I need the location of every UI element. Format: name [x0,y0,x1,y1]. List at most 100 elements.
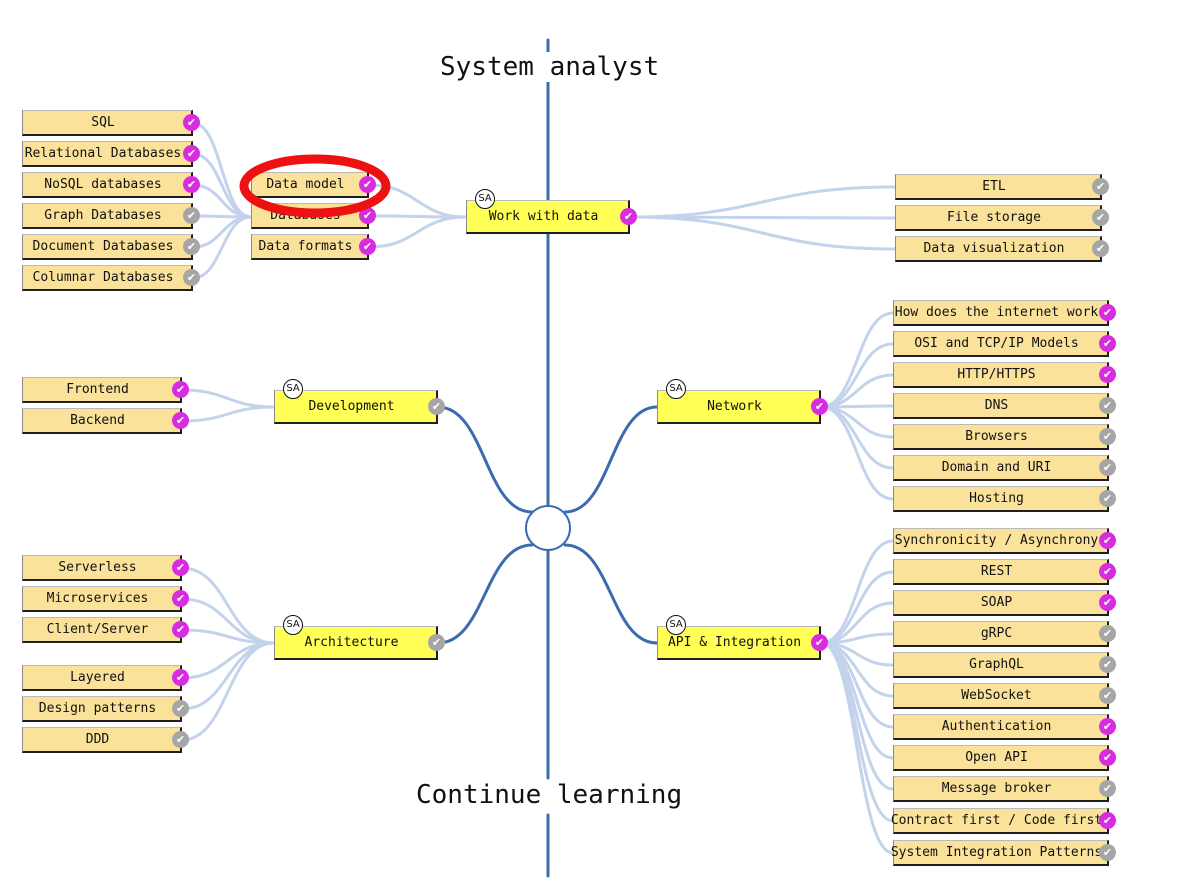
pending-check-icon: ✔ [1099,490,1116,507]
node-label: DNS [984,398,1009,413]
completed-check-icon: ✔ [359,176,376,193]
sa-badge: SA [283,379,303,399]
subtopic-osi-and-tcp-ip-models[interactable]: OSI and TCP/IP Models✔ [893,331,1116,357]
subtopic-rest[interactable]: REST ✔ [893,559,1116,585]
subtopic-document-databases[interactable]: Document Databases✔ [22,234,200,260]
subtopic-serverless[interactable]: Serverless✔ [22,555,189,581]
subtopic-browsers[interactable]: Browsers✔ [893,424,1116,450]
subtopic-layered[interactable]: Layered✔ [22,665,189,691]
subtopic-frontend[interactable]: Frontend✔ [22,377,189,403]
completed-check-icon: ✔ [1099,749,1116,766]
subtopic-dns[interactable]: DNS ✔ [893,393,1116,419]
sa-badge: SA [666,615,686,635]
subtopic-open-api[interactable]: Open API✔ [893,745,1116,771]
pending-check-icon: ✔ [1099,397,1116,414]
subtopic-websocket[interactable]: WebSocket ✔ [893,683,1116,709]
node-label: REST [980,564,1013,579]
subtopic-ddd[interactable]: DDD✔ [22,727,189,753]
completed-check-icon: ✔ [172,559,189,576]
subtopic-sql[interactable]: SQL✔ [22,110,200,136]
node-label: ETL [982,179,1006,194]
subtopic-databases[interactable]: Databases ✔ [251,203,376,229]
node-label: Network [707,399,762,414]
node-label: Databases [270,208,341,223]
hub-connector-development [436,405,534,514]
branch-line-ddd [180,641,276,742]
subtopic-relational-databases[interactable]: Relational Databases✔ [22,141,200,167]
pending-check-icon: ✔ [1099,687,1116,704]
node-label: Contract first / Code first [890,813,1103,828]
subtopic-system-integration-patterns[interactable]: System Integration Patterns✔ [890,840,1116,866]
completed-check-icon: ✔ [359,207,376,224]
subtopic-contract-first-code-first[interactable]: Contract first / Code first✔ [890,808,1116,834]
completed-check-icon: ✔ [620,208,637,225]
subtopic-http-https[interactable]: HTTP/HTTPS✔ [893,362,1116,388]
completed-check-icon: ✔ [183,114,200,131]
completed-check-icon: ✔ [1099,532,1116,549]
subtopic-how-does-the-internet-work[interactable]: How does the internet work✔ [893,300,1116,326]
completed-check-icon: ✔ [1099,304,1116,321]
node-label: GraphQL [969,657,1024,672]
pending-check-icon: ✔ [428,634,445,651]
node-label: Synchronicity / Asynchrony [894,533,1099,548]
topic-work-with-data[interactable]: Work with data✔SA [466,189,637,234]
node-label: API & Integration [667,635,802,650]
node-label: Hosting [969,491,1024,506]
roadmap-title: System analyst [438,52,662,82]
sa-badge: SA [475,189,495,209]
pending-check-icon: ✔ [172,731,189,748]
completed-check-icon: ✔ [172,621,189,638]
pending-check-icon: ✔ [1099,625,1116,642]
pending-check-icon: ✔ [1099,428,1116,445]
completed-check-icon: ✔ [1099,366,1116,383]
subtopic-message-broker[interactable]: Message broker✔ [893,776,1116,802]
subtopic-backend[interactable]: Backend✔ [22,408,189,434]
subtopic-data-visualization[interactable]: Data visualization✔ [895,236,1109,262]
node-label: WebSocket [961,688,1032,703]
node-label: OSI and TCP/IP Models [914,336,1079,351]
topic-architecture[interactable]: Architecture ✔ SA [274,615,445,660]
subtopic-synchronicity-asynchrony[interactable]: Synchronicity / Asynchrony✔ [893,528,1116,554]
subtopic-grpc[interactable]: gRPC ✔ [893,621,1116,647]
hub-connector-architecture [436,543,534,645]
subtopic-graphql[interactable]: GraphQL✔ [893,652,1116,678]
subtopic-data-formats[interactable]: Data formats✔ [251,234,376,260]
subtopic-nosql-databases[interactable]: NoSQL databases✔ [22,172,200,198]
completed-check-icon: ✔ [1099,718,1116,735]
node-label: Relational Databases [24,146,182,161]
branch-line-data-formats [367,215,468,249]
topic-network[interactable]: Network✔SA [657,379,828,424]
subtopic-client-server[interactable]: Client/Server ✔ [22,617,189,643]
node-label: Backend [70,413,125,428]
node-label: SOAP [980,595,1013,610]
node-label: gRPC [980,626,1013,641]
subtopic-microservices[interactable]: Microservices✔ [22,586,189,612]
subtopic-etl[interactable]: ETL✔ [895,174,1109,200]
node-label: Design patterns [38,701,157,716]
pending-check-icon: ✔ [428,398,445,415]
subtopic-columnar-databases[interactable]: Columnar Databases✔ [22,265,200,291]
subtopic-authentication[interactable]: Authentication✔ [893,714,1116,740]
node-label: Message broker [941,781,1052,796]
completed-check-icon: ✔ [811,634,828,651]
subtopic-graph-databases[interactable]: Graph Databases✔ [22,203,200,229]
node-label: Client/Server [46,622,149,637]
node-label: System Integration Patterns [890,845,1103,860]
completed-check-icon: ✔ [183,145,200,162]
subtopic-hosting[interactable]: Hosting ✔ [893,486,1116,512]
subtopic-file-storage[interactable]: File storage✔ [895,205,1109,231]
node-label: Data visualization [923,241,1065,256]
subtopic-design-patterns[interactable]: Design patterns✔ [22,696,189,722]
sa-badge: SA [283,615,303,635]
subtopic-soap[interactable]: SOAP ✔ [893,590,1116,616]
completed-check-icon: ✔ [1099,594,1116,611]
sa-badge: SA [666,379,686,399]
subtopic-domain-and-uri[interactable]: Domain and URI✔ [893,455,1116,481]
topic-development[interactable]: Development✔SA [274,379,445,424]
topic-api-integration[interactable]: API & Integration ✔ SA [657,615,828,660]
completed-check-icon: ✔ [1099,563,1116,580]
subtopic-data-model[interactable]: Data model✔ [251,172,376,198]
node-label: Architecture [304,635,399,650]
branch-line-client-server [180,628,276,645]
